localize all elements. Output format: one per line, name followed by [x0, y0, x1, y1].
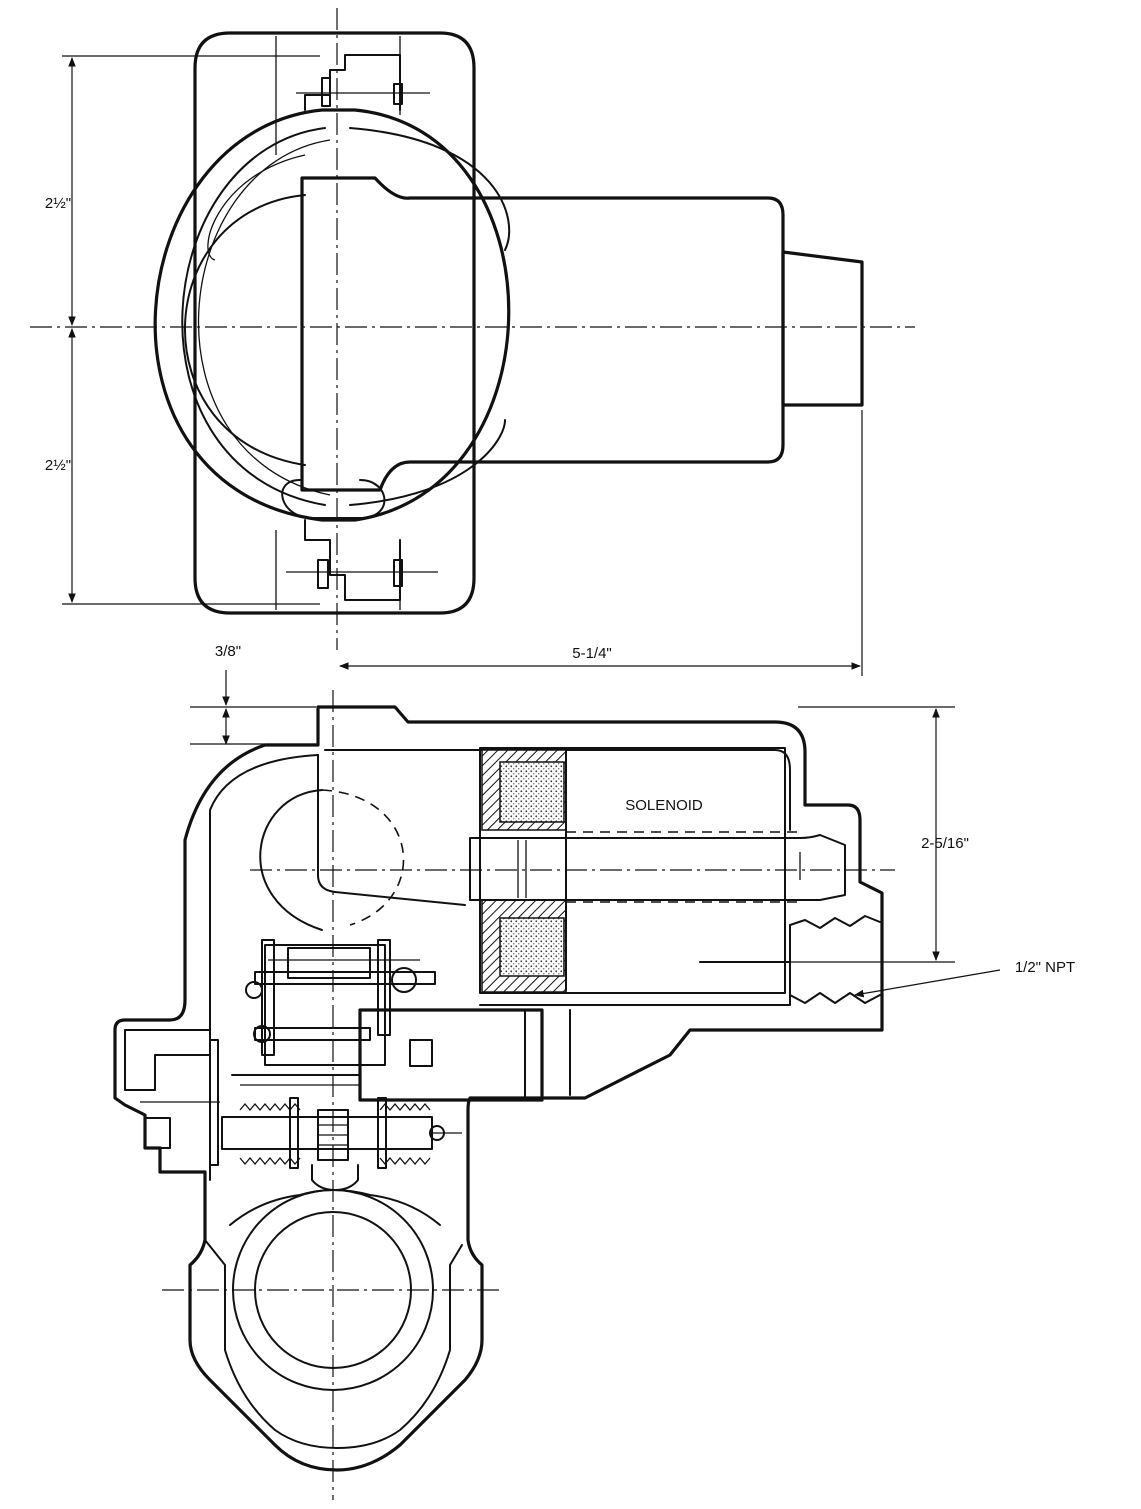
- lever-bar: [221, 1116, 433, 1150]
- dim-offset: 3/8": [215, 643, 241, 660]
- top-view: [153, 31, 864, 615]
- dim-length: 5-1/4": [572, 645, 612, 662]
- top-solenoid-housing: [300, 176, 785, 492]
- top-dimensions: 2½" 2½" 5-1/4": [45, 55, 863, 676]
- top-ear-upper: [304, 54, 401, 111]
- plunger: [469, 834, 846, 901]
- upper-valve-circle: [259, 789, 323, 931]
- top-body-block: [193, 31, 476, 615]
- threaded-port: [479, 915, 881, 1096]
- offset-dimension: 3/8": [190, 643, 316, 745]
- side-dimensions: 2-5/16" 1/2" NPT: [720, 706, 1075, 998]
- solenoid-assembly: SOLENOID: [469, 747, 846, 994]
- top-clamp-ring: [153, 108, 511, 522]
- solenoid-label: SOLENOID: [625, 797, 703, 814]
- mechanism: [124, 939, 544, 1191]
- top-fitting: [781, 250, 864, 407]
- coil-stipple-upper: [499, 761, 565, 823]
- dim-top-upper: 2½": [45, 195, 71, 212]
- side-view: SOLENOID: [113, 705, 884, 1472]
- dim-side-height: 2-5/16": [921, 835, 969, 852]
- coil-stipple-lower: [499, 917, 565, 977]
- armature-block: [358, 1008, 544, 1102]
- dim-top-lower: 2½": [45, 457, 71, 474]
- port-label: 1/2" NPT: [1015, 959, 1075, 976]
